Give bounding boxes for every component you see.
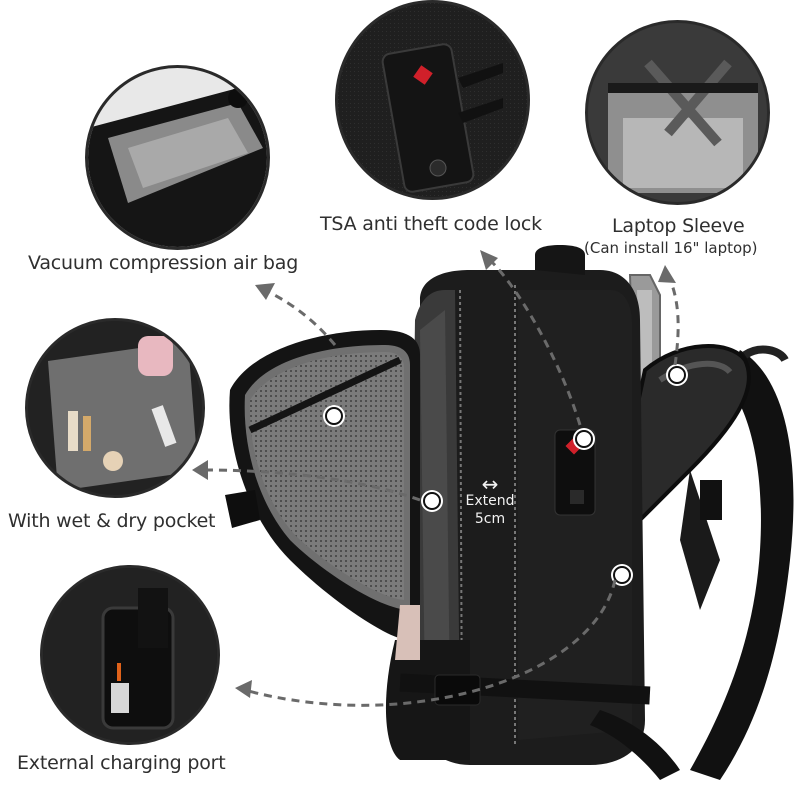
inset-vacuum-bag xyxy=(85,65,270,250)
extend-arrow-icon: ↔ xyxy=(481,472,499,496)
feature-label-tsa: TSA anti theft code lock xyxy=(320,213,542,235)
feature-label-pocket: With wet & dry pocket xyxy=(8,510,216,532)
extend-value: 5cm xyxy=(474,511,506,527)
inset-tsa-lock xyxy=(335,0,530,200)
hotspot-laptop[interactable] xyxy=(668,366,686,384)
feature-label-vacuum: Vacuum compression air bag xyxy=(28,252,299,274)
feature-sublabel-laptop: (Can install 16" laptop) xyxy=(584,239,758,257)
hotspot-vacuum[interactable] xyxy=(325,407,343,425)
feature-label-charging: External charging port xyxy=(17,752,226,774)
inset-laptop-sleeve xyxy=(585,20,770,205)
inset-charging-port xyxy=(40,565,220,745)
extend-dimension: ↔ Extend 5cm xyxy=(455,472,525,528)
feature-label-laptop: Laptop Sleeve xyxy=(612,215,745,237)
inset-wet-dry-pocket xyxy=(25,318,205,498)
extend-label: Extend xyxy=(465,493,515,509)
hotspot-tsa[interactable] xyxy=(575,430,593,448)
hotspot-charging[interactable] xyxy=(613,566,631,584)
hotspot-pocket[interactable] xyxy=(423,492,441,510)
